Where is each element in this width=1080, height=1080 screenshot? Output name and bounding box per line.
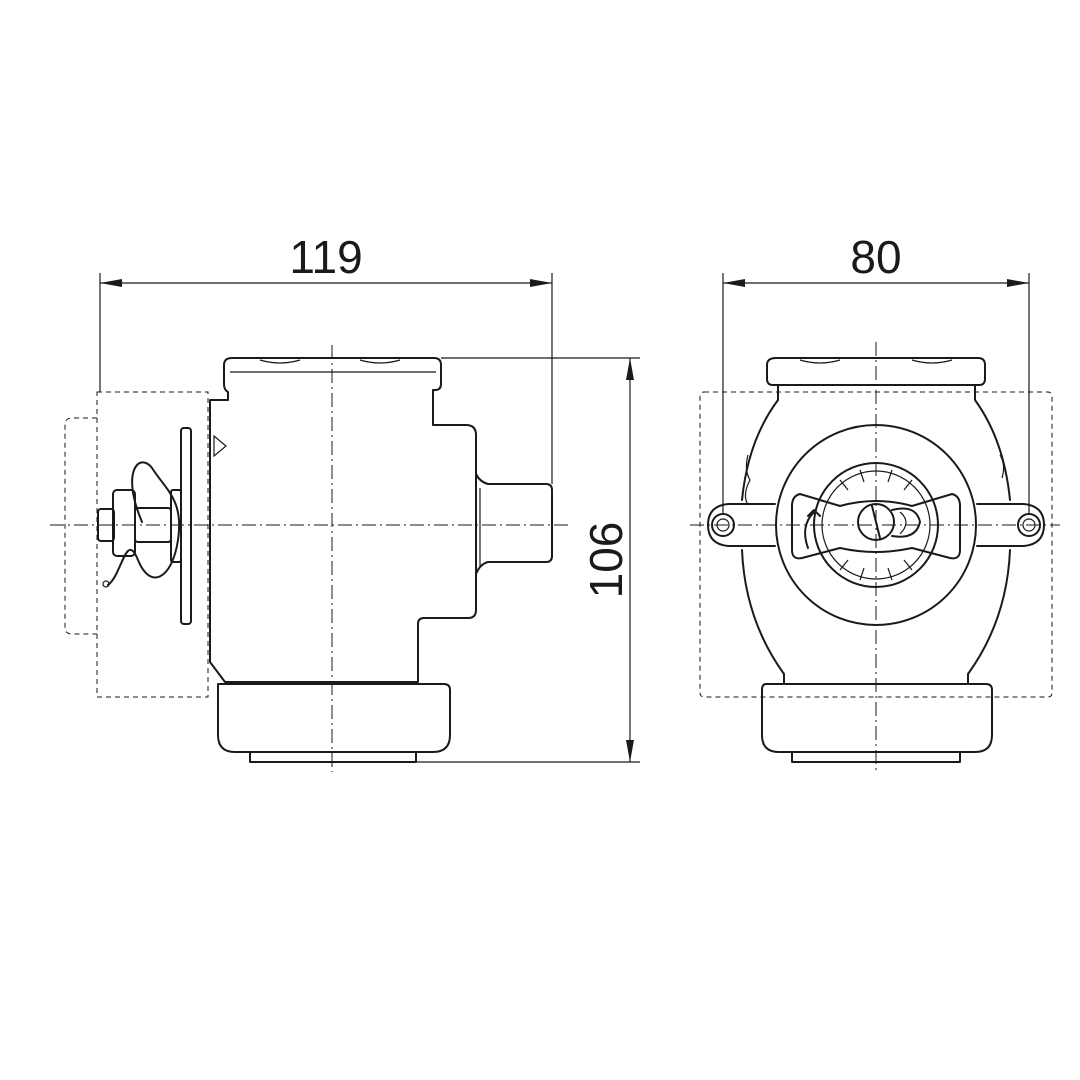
- dim-119-arrow-right: [530, 279, 552, 287]
- side-view-handle-assembly: [97, 461, 182, 588]
- front-view-rotate-arrow-icon: [804, 509, 821, 549]
- front-view-body-right-rib: [999, 454, 1005, 479]
- side-view-shaft: [170, 489, 182, 563]
- front-view-body-left: [741, 385, 785, 685]
- side-view-wall-plate-outline: [96, 391, 209, 698]
- front-view-left-ear: [707, 503, 776, 547]
- front-view-right-ear: [976, 503, 1045, 547]
- front-view-knob-lobe: [891, 507, 921, 538]
- front-view-top-nut: [766, 357, 986, 386]
- dim-106-arrow-top: [626, 358, 634, 380]
- dim-119-arrow-left: [100, 279, 122, 287]
- front-view-right-hole-inner: [1022, 518, 1036, 532]
- side-view-flange-plate: [180, 427, 192, 625]
- side-view-bottom-thread: [249, 751, 417, 763]
- side-view-outlet-pipe: [475, 473, 553, 575]
- side-view-wire-end: [102, 580, 110, 588]
- front-view-wall-plate-outline: [699, 391, 1053, 698]
- dim-106-arrow-bottom: [626, 740, 634, 762]
- side-view-bottom-nut: [217, 683, 451, 753]
- front-view-body-left-rib: [744, 454, 751, 506]
- dim-80-label: 80: [850, 231, 901, 283]
- front-view-ring-teeth: [839, 469, 913, 581]
- dim-80-arrow-left: [723, 279, 745, 287]
- dim-80-arrow-right: [1007, 279, 1029, 287]
- side-view-hex-detail: [259, 359, 401, 364]
- dim-119-label: 119: [289, 231, 362, 283]
- front-view-hex-detail: [799, 359, 953, 364]
- front-view: 80: [690, 231, 1060, 772]
- front-view-lever: [791, 493, 961, 560]
- front-view-left-hole-inner: [716, 518, 730, 532]
- side-view-small-tab: [213, 434, 227, 458]
- front-view-knob-lobe-inner: [899, 511, 907, 535]
- side-view-spring-wire: [107, 461, 181, 586]
- side-view-handle-cap: [97, 508, 115, 542]
- side-view: 119 106: [50, 231, 640, 772]
- front-view-bottom-thread: [791, 751, 961, 763]
- side-view-valve-body: [209, 357, 477, 683]
- front-view-body-right: [967, 385, 1011, 685]
- side-view-handle-body: [112, 489, 136, 557]
- front-view-knob: [857, 503, 895, 541]
- front-view-ring-inner: [821, 470, 931, 580]
- front-view-cover-disk: [775, 424, 977, 626]
- front-view-ring-outer: [813, 462, 939, 588]
- front-view-knob-slot: [871, 505, 881, 539]
- side-view-rear-box-outline: [64, 417, 97, 635]
- front-view-bottom-nut: [761, 683, 993, 753]
- dim-106-label: 106: [580, 522, 632, 599]
